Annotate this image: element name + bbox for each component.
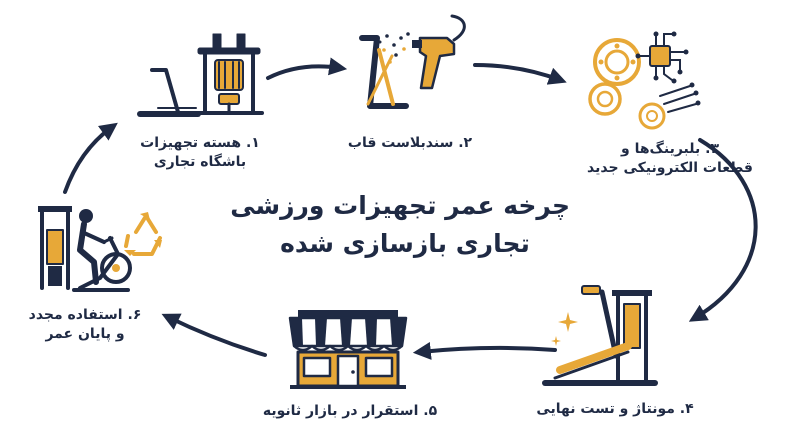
stage-5-label: ۵. استقرار در بازار ثانویه: [250, 402, 450, 421]
stage-4-line-1: ۴. مونتاژ و تست نهایی: [536, 401, 694, 417]
diagram-title-line-2: تجاری بازسازی شده: [280, 229, 530, 258]
assembled-treadmill-icon: [542, 285, 658, 386]
stage-1-label: ۱. هسته تجهیزات باشگاه تجاری: [130, 134, 270, 172]
sandblast-gun-icon: [359, 14, 466, 109]
gym-machine-treadmill-icon: [137, 33, 264, 117]
stage-2-line-1: ۲. سندبلاست قاب: [347, 135, 473, 151]
arrow-6-to-1: [63, 122, 118, 194]
stage-2-label: ۲. سندبلاست قاب: [340, 134, 480, 153]
stage-6-line-2: و پایان عمر: [45, 326, 125, 342]
arrow-3-to-4: [688, 138, 758, 322]
stage-1-line-1: ۱. هسته تجهیزات: [140, 135, 260, 151]
bearings-circuit-icon: [588, 31, 701, 130]
stage-6-label: ۶. استفاده مجدد و پایان عمر: [10, 306, 160, 344]
cyclist-recycle-icon: [38, 206, 162, 292]
stage-3-line-2: قطعات الکترونیکی جدید: [587, 160, 753, 176]
stage-4-label: ۴. مونتاژ و تست نهایی: [515, 400, 715, 419]
stage-3-line-1: ۳. بلبرینگ‌ها و: [621, 141, 719, 157]
arrow-2-to-3: [473, 63, 567, 85]
arrow-1-to-2: [266, 57, 348, 80]
stage-6-line-1: ۶. استفاده مجدد: [28, 307, 142, 323]
stage-3-label: ۳. بلبرینگ‌ها و قطعات الکترونیکی جدید: [570, 140, 770, 178]
storefront-icon: [288, 310, 408, 389]
stage-1-line-2: باشگاه تجاری: [153, 154, 247, 170]
arrow-4-to-5: [412, 341, 557, 360]
arrow-5-to-6: [161, 313, 267, 357]
stage-5-line-1: ۵. استقرار در بازار ثانویه: [262, 403, 438, 419]
diagram-title-line-1: چرخه عمر تجهیزات ورزشی: [230, 191, 570, 220]
